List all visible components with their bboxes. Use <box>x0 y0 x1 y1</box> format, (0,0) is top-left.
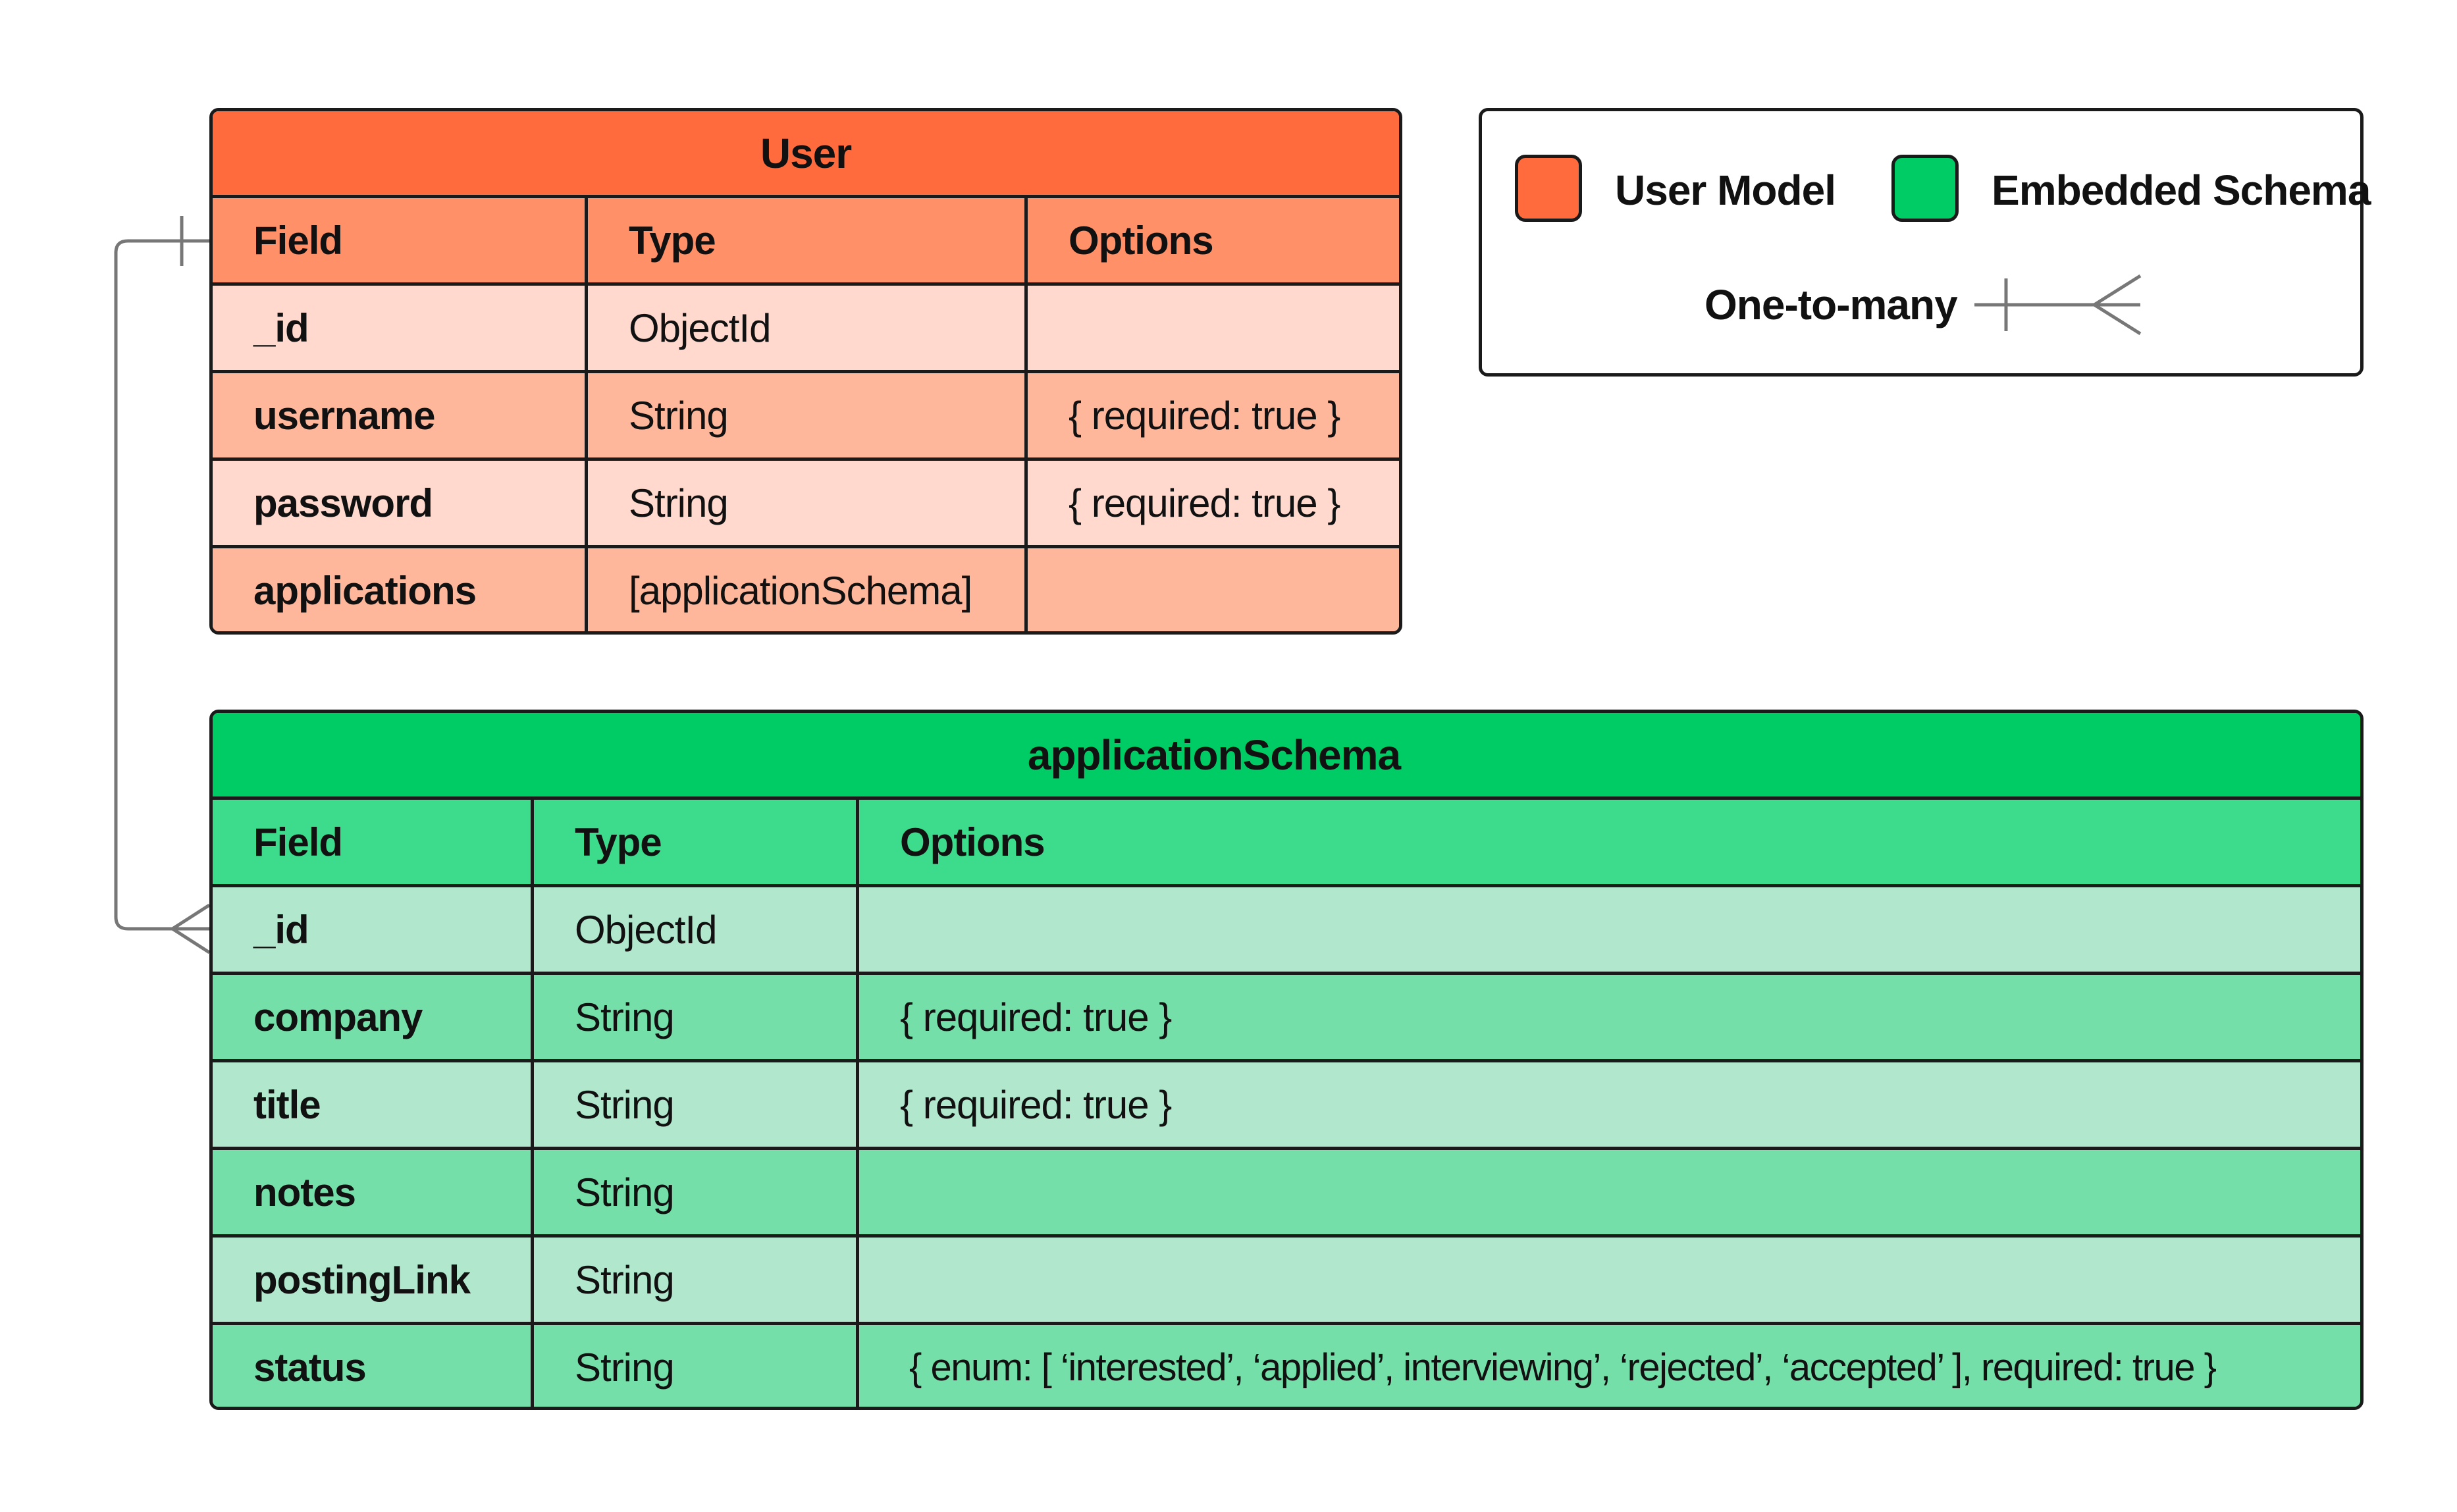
field-options: { enum: [ ‘interested’, ‘applied’, inter… <box>909 1345 2217 1389</box>
user-model-swatch <box>1515 155 1582 222</box>
field-options <box>859 1238 2360 1322</box>
field-name: applications <box>213 548 588 631</box>
field-type: String <box>534 1325 859 1407</box>
table-row: status String { enum: [ ‘interested’, ‘a… <box>213 1325 2360 1407</box>
field-options <box>1028 548 1399 631</box>
embedded-schema-swatch <box>1891 155 1959 222</box>
field-name: _id <box>213 286 588 370</box>
table-row: password String { required: true } <box>213 461 1399 548</box>
field-type: String <box>534 1238 859 1322</box>
one-to-many-label: One-to-many <box>1704 281 1958 328</box>
field-type: String <box>534 975 859 1059</box>
field-name: postingLink <box>213 1238 534 1322</box>
legend: User Model Embedded Schema One-to-many <box>1479 108 2371 377</box>
application-table-header-row: Field Type Options <box>213 800 2360 887</box>
user-table: User Field Type Options _id ObjectId use… <box>209 108 1402 635</box>
field-name: company <box>213 975 534 1059</box>
field-options <box>1028 286 1399 370</box>
crow-foot-lower <box>171 927 211 954</box>
table-row: applications [applicationSchema] <box>213 548 1399 631</box>
user-model-label: User Model <box>1615 167 1836 214</box>
one-to-many-icon <box>1974 274 2142 336</box>
field-name: _id <box>213 887 534 972</box>
field-options: { required: true } <box>900 995 1172 1039</box>
field-type: ObjectId <box>534 887 859 972</box>
application-schema-title-text: applicationSchema <box>1027 731 1401 779</box>
table-row: _id ObjectId <box>213 887 2360 975</box>
table-row: notes String <box>213 1150 2360 1238</box>
field-options <box>859 1150 2360 1234</box>
field-type: String <box>588 373 1028 457</box>
field-type: String <box>588 461 1028 545</box>
field-options: { required: true } <box>1069 393 1340 438</box>
table-row: title String { required: true } <box>213 1062 2360 1150</box>
field-options: { required: true } <box>900 1082 1172 1127</box>
column-header-field: Field <box>213 198 588 282</box>
embedded-schema-label: Embedded Schema <box>1992 167 2371 214</box>
application-schema-table-title: applicationSchema <box>213 713 2360 800</box>
field-name: password <box>213 461 588 545</box>
relationship-line <box>114 239 209 931</box>
column-header-type: Type <box>534 800 859 884</box>
table-row: company String { required: true } <box>213 975 2360 1062</box>
column-header-options: Options <box>1069 218 1214 263</box>
field-type: [applicationSchema] <box>588 548 1028 631</box>
field-options: { required: true } <box>1069 481 1340 525</box>
column-header-options: Options <box>900 820 1045 864</box>
user-table-header-row: Field Type Options <box>213 198 1399 286</box>
field-name: notes <box>213 1150 534 1234</box>
field-options <box>859 887 2360 972</box>
table-row: _id ObjectId <box>213 286 1399 373</box>
column-header-field: Field <box>213 800 534 884</box>
user-table-title: User <box>213 111 1399 198</box>
field-name: username <box>213 373 588 457</box>
field-type: ObjectId <box>588 286 1028 370</box>
field-name: status <box>213 1325 534 1407</box>
table-row: postingLink String <box>213 1238 2360 1325</box>
field-type: String <box>534 1150 859 1234</box>
application-schema-table: applicationSchema Field Type Options _id… <box>209 710 2364 1410</box>
column-header-type: Type <box>588 198 1028 282</box>
table-row: username String { required: true } <box>213 373 1399 461</box>
field-type: String <box>534 1062 859 1147</box>
field-name: title <box>213 1062 534 1147</box>
crow-foot-upper <box>171 903 211 931</box>
